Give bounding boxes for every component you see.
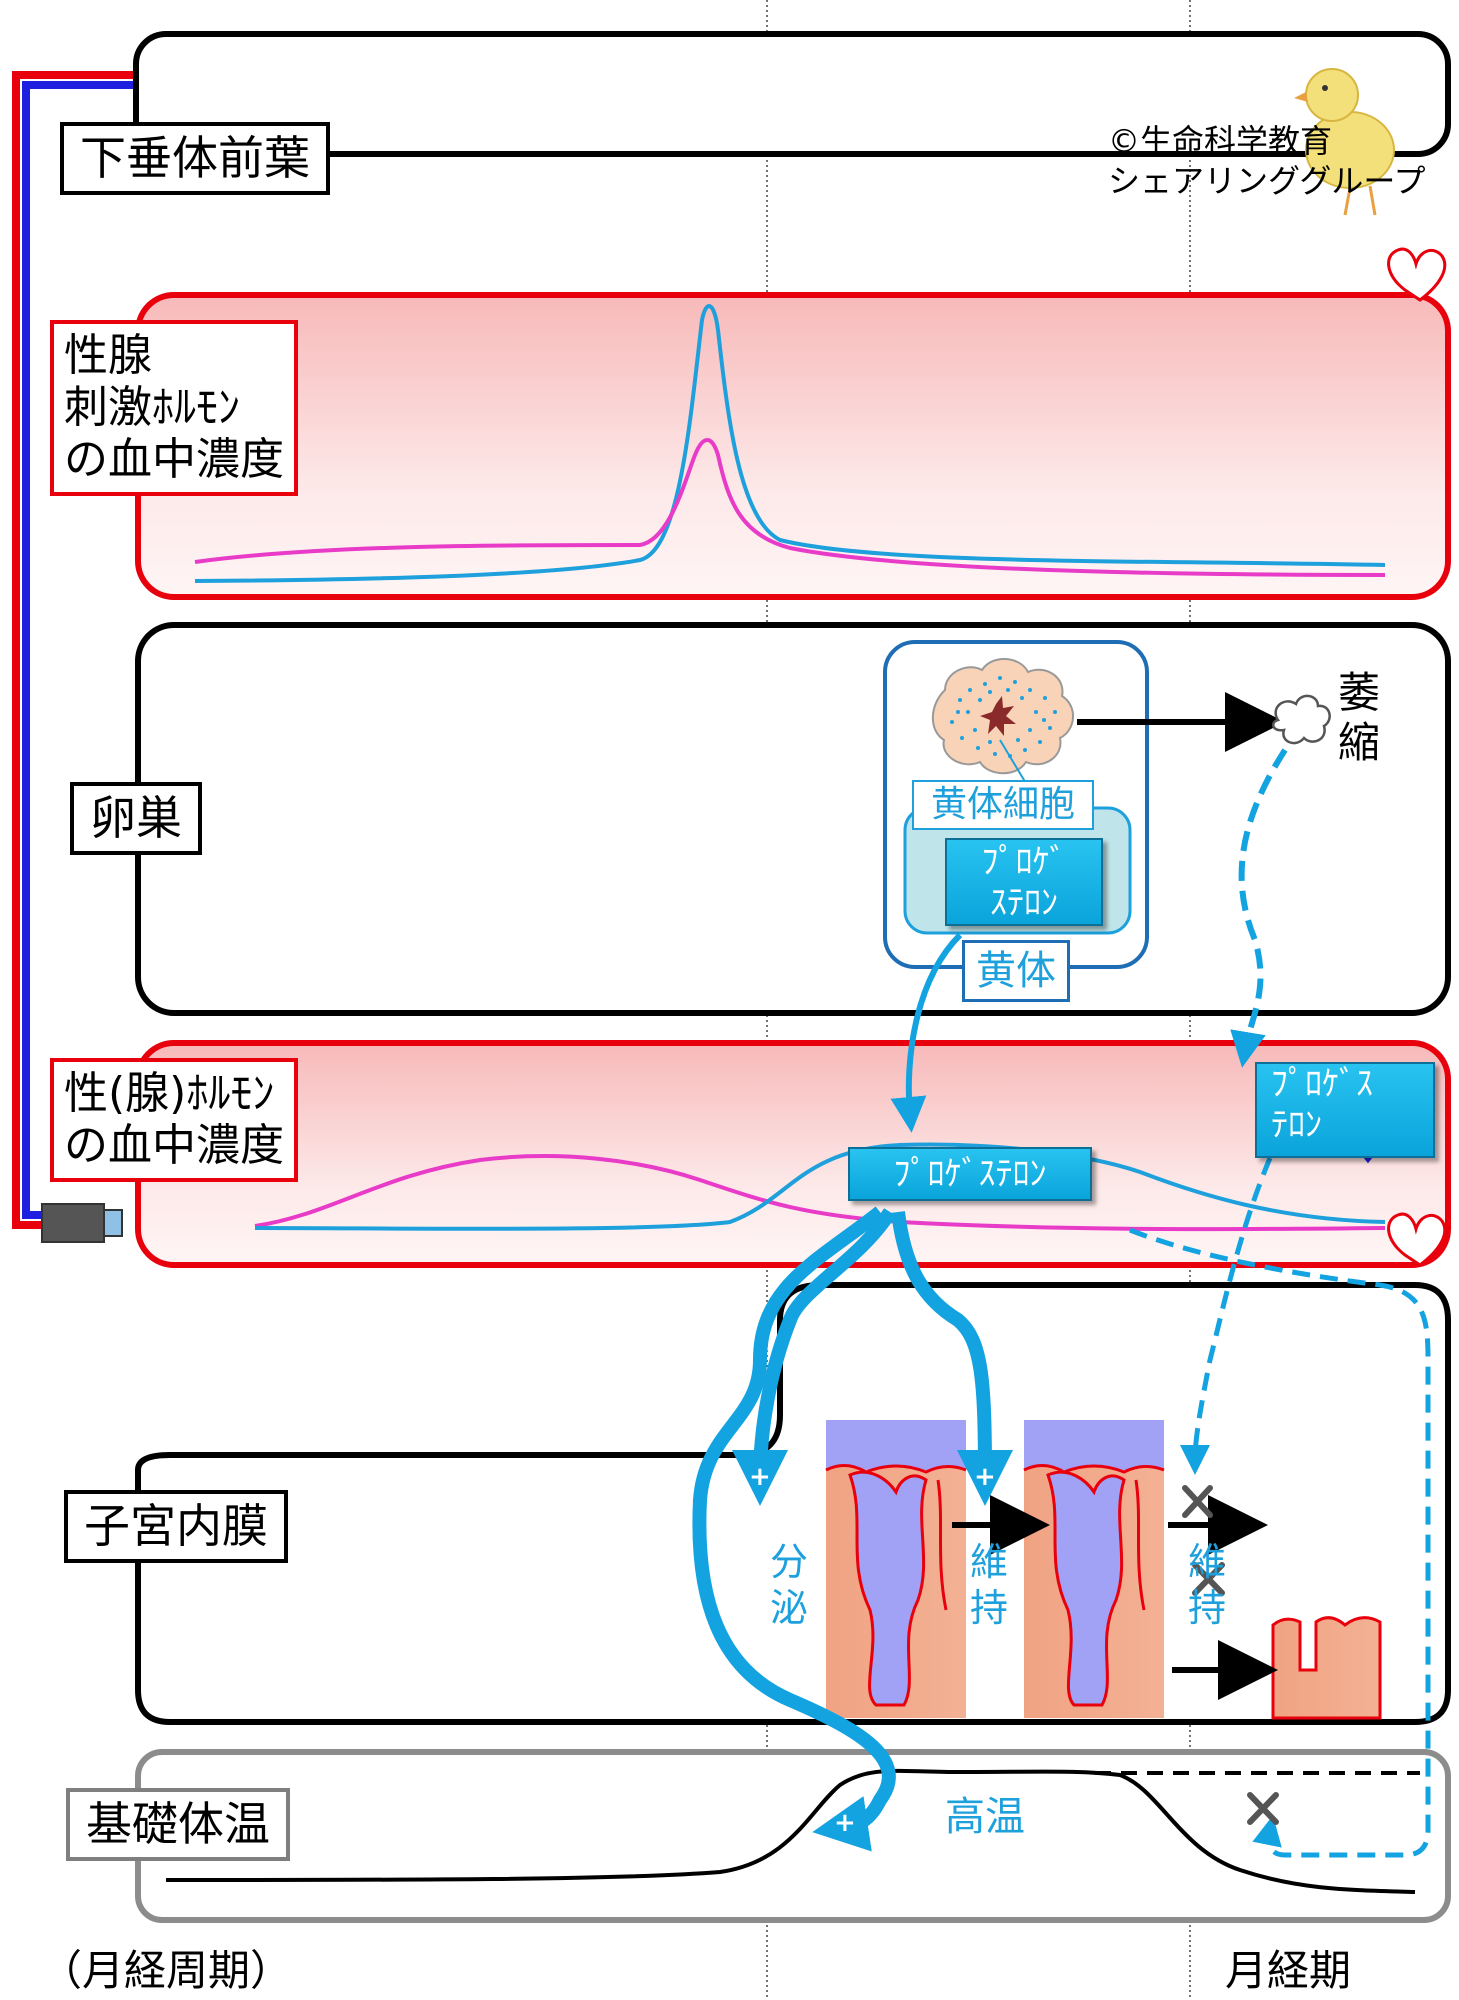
progesterone-box-blood: ﾌﾟﾛｹﾞｽﾃﾛﾝ bbox=[848, 1147, 1092, 1201]
endometrium-panel bbox=[135, 1282, 1451, 1725]
estrogen-curve bbox=[254, 1154, 1386, 1232]
fsh-curve bbox=[194, 438, 1386, 577]
maintain-crossed-label: 維 持 bbox=[1188, 1540, 1226, 1631]
maintain-stimulate-arrow bbox=[891, 1211, 1013, 1506]
maintain-line2: 持 bbox=[970, 1585, 1009, 1630]
gonadotropin-label: 性腺 刺激ﾎﾙﾓﾝ の血中濃度 bbox=[50, 320, 298, 496]
maintain-line1: 維 bbox=[970, 1540, 1009, 1584]
secretion-line1: 分 bbox=[770, 1540, 809, 1584]
corpus-luteum-icon bbox=[931, 657, 1074, 791]
menstrual-cycle-label: （月経周期） bbox=[40, 1946, 293, 1995]
maintain-label: 維 持 bbox=[970, 1540, 1008, 1631]
copyright-line-1: ©生命科学教育 bbox=[1108, 122, 1333, 160]
menstruation-label: 月経期 bbox=[1225, 1946, 1352, 1995]
ovary-label: 卵巣 bbox=[70, 782, 202, 855]
progesterone-ovary-line2: ｽﾃﾛﾝ bbox=[990, 882, 1058, 923]
progesterone-withdrawal-arrow bbox=[1180, 1157, 1273, 1475]
secretion-line2: 泌 bbox=[770, 1585, 809, 1630]
sex-hormone-label-line1: 性(腺)ﾎﾙﾓﾝ bbox=[64, 1068, 275, 1119]
sex-hormone-panel bbox=[135, 1040, 1451, 1268]
progesterone-box-decline: ﾌﾟﾛｹﾞｽ ﾃﾛﾝ bbox=[1255, 1062, 1435, 1158]
maintain-crossed-line2: 持 bbox=[1188, 1585, 1227, 1630]
pituitary-label: 下垂体前葉 bbox=[60, 122, 330, 195]
lh-curve bbox=[194, 304, 1386, 583]
secretion-label: 分 泌 bbox=[770, 1540, 808, 1631]
plus-icon: + bbox=[974, 1462, 996, 1492]
sex-hormone-label: 性(腺)ﾎﾙﾓﾝ の血中濃度 bbox=[50, 1058, 298, 1182]
progesterone-box-ovary: ﾌﾟﾛｹﾞ ｽﾃﾛﾝ bbox=[945, 838, 1103, 926]
body-temp-label: 基礎体温 bbox=[66, 1788, 290, 1861]
progesterone-decrease-arrow bbox=[1230, 748, 1288, 1068]
plus-icon: + bbox=[834, 1808, 856, 1838]
heart-icon bbox=[1387, 1212, 1447, 1267]
atrophy-line2: 縮 bbox=[1338, 718, 1381, 768]
chick-mascot-icon bbox=[1294, 68, 1395, 216]
blood-line-red bbox=[12, 71, 136, 1229]
blood-line-blue bbox=[22, 81, 136, 1219]
secretion-stimulate-arrow bbox=[732, 1208, 896, 1506]
progesterone-decline-line2: ﾃﾛﾝ bbox=[1271, 1104, 1322, 1145]
temp-drop-arrow bbox=[1129, 1227, 1431, 1858]
luteal-cells-label: 黄体細胞 bbox=[912, 780, 1094, 830]
blood-sampler-icon bbox=[41, 1203, 123, 1243]
progesterone-decline-line1: ﾌﾟﾛｹﾞｽ bbox=[1271, 1064, 1373, 1104]
temp-rise-arrow bbox=[692, 1206, 896, 1852]
high-temp-label: 高温 bbox=[945, 1794, 1025, 1840]
maintain-crossed-line1: 維 bbox=[1188, 1540, 1227, 1584]
pituitary-panel bbox=[133, 31, 1451, 157]
endometrium-label: 子宮内膜 bbox=[64, 1490, 288, 1563]
endometrium-tissue-secretory bbox=[825, 1420, 967, 1718]
secretion-arrow bbox=[890, 932, 963, 1133]
corpus-luteum-label: 黄体 bbox=[962, 940, 1070, 1002]
sex-hormone-label-line2: の血中濃度 bbox=[64, 1119, 284, 1171]
gonadotropin-label-line2: 刺激ﾎﾙﾓﾝ bbox=[64, 381, 240, 433]
atrophy-line1: 萎 bbox=[1338, 668, 1381, 717]
endometrium-tissue-maintained bbox=[1023, 1420, 1165, 1718]
gonadotropin-label-line3: の血中濃度 bbox=[64, 433, 284, 485]
atrophied-corpus-icon bbox=[1271, 694, 1331, 745]
progesterone-ovary-line1: ﾌﾟﾛｹﾞ bbox=[981, 842, 1067, 882]
copyright-line-2: シェアリンググループ bbox=[1108, 162, 1426, 200]
body-temp-curve bbox=[165, 1768, 1416, 1894]
plus-icon: + bbox=[749, 1462, 771, 1492]
heart-icon bbox=[1387, 247, 1447, 302]
gonadotropin-label-line1: 性腺 bbox=[64, 330, 152, 381]
atrophy-label: 萎 縮 bbox=[1338, 668, 1380, 769]
blocked-x-marks bbox=[1182, 1485, 1279, 1825]
endometrium-tissue-shed bbox=[1271, 1616, 1382, 1720]
